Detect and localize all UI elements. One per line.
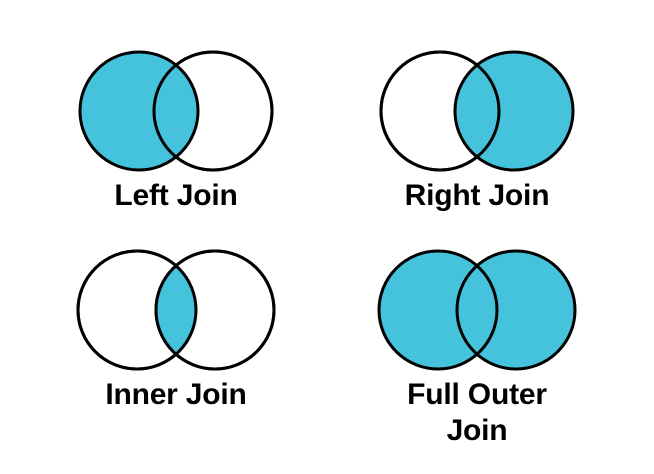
venn-outline-right xyxy=(152,50,274,172)
venn-outline-right xyxy=(453,50,575,172)
venn-outline-right xyxy=(455,249,577,371)
venn-outline-right xyxy=(154,249,276,371)
venn-outline-left xyxy=(78,50,200,172)
venn-label-full-outer-join: Full Outer Join xyxy=(407,378,547,447)
venn-outline-left xyxy=(76,249,198,371)
venn-group-left-join: Left Join xyxy=(26,44,326,220)
venn-label-left-join: Left Join xyxy=(114,179,238,212)
venn-svg-right-join xyxy=(379,50,575,172)
venn-outline-left xyxy=(377,249,499,371)
venn-svg-left-join xyxy=(78,50,274,172)
venn-svg-inner-join xyxy=(76,249,276,371)
venn-region-intersection-shaded xyxy=(455,52,499,170)
venn-group-right-join: Right Join xyxy=(327,44,627,220)
venn-svg-full-outer-join xyxy=(377,249,577,371)
venn-group-full-outer-join: Full Outer Join xyxy=(327,243,627,455)
venn-label-inner-join: Inner Join xyxy=(105,378,247,411)
venn-label-right-join: Right Join xyxy=(404,179,550,212)
venn-outline-left xyxy=(379,50,501,172)
venn-region-intersection-shaded xyxy=(156,251,196,369)
venn-group-inner-join: Inner Join xyxy=(26,243,326,419)
venn-region-intersection-shaded xyxy=(154,52,198,170)
venn-circle-right-filled xyxy=(457,251,575,369)
